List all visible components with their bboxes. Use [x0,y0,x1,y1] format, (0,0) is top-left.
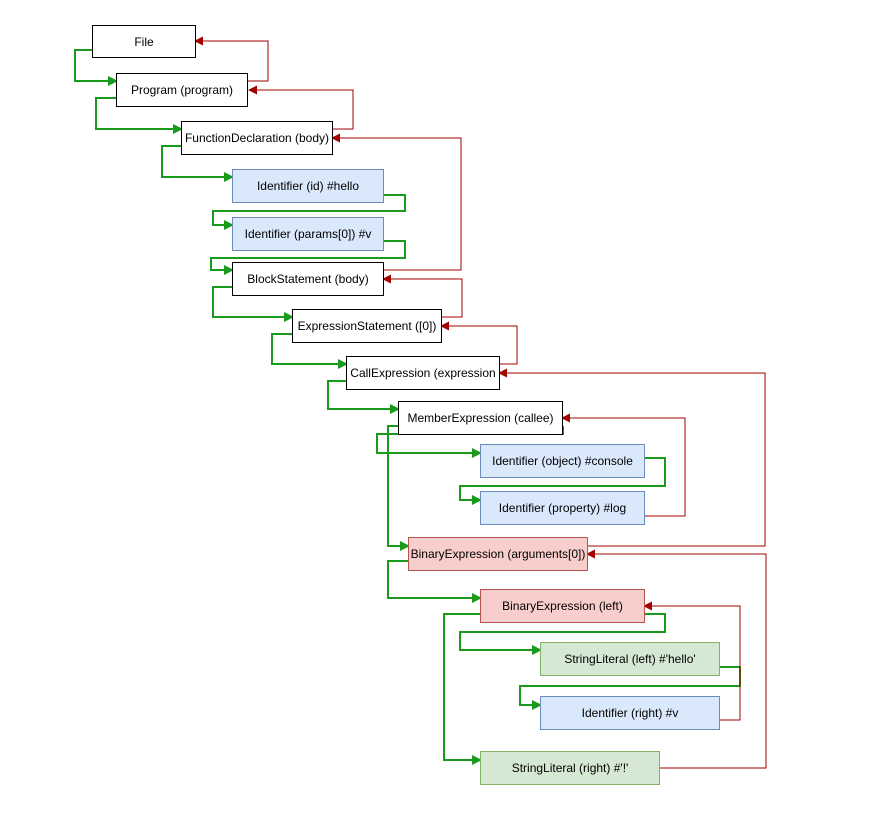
node-binary-expression-arguments: BinaryExpression (arguments[0]) [408,537,588,571]
enter-edge-exprstmt-callexpr [271,333,348,369]
enter-edge-memberexpr-idconsole [376,426,564,458]
exit-edge-program-file [194,36,269,82]
node-identifier-right-v: Identifier (right) #v [540,696,720,730]
enter-edge-binexprargs-binexprleft [387,560,482,603]
node-call-expression: CallExpression (expression [346,356,500,390]
enter-edge-memberexpr-binexprargs [387,425,410,551]
node-program: Program (program) [116,73,248,107]
exit-edge-funcdecl-program [248,85,354,130]
exit-edge-block-funcdecl [331,133,462,271]
node-string-literal-bang: StringLiteral (right) #'!' [480,751,660,785]
node-identifier-params-v: Identifier (params[0]) #v [232,217,384,251]
node-identifier-property-log: Identifier (property) #log [480,491,645,525]
node-member-expression: MemberExpression (callee) [398,401,563,435]
enter-edge-binexprleft-strbang [443,613,482,765]
enter-edge-idhello-idparams [212,194,406,230]
enter-edge-block-exprstmt [212,286,294,322]
node-binary-expression-left: BinaryExpression (left) [480,589,645,623]
node-block-statement: BlockStatement (body) [232,262,384,296]
enter-edge-idparams-block [210,240,406,275]
exit-edge-callexpr-exprstmt [440,321,518,365]
node-expression-statement: ExpressionStatement ([0]) [292,309,442,343]
exit-edge-binexprargs-callexpr [498,368,766,547]
node-string-literal-hello: StringLiteral (left) #'hello' [540,642,720,676]
exit-edge-idrightv-binexprleft [643,601,741,721]
enter-edge-funcdecl-idhello [161,145,234,182]
exit-edge-idlog-memberexpr [561,413,686,517]
enter-edge-strhello-idrightv [519,666,741,710]
node-identifier-object-console: Identifier (object) #console [480,444,645,478]
node-identifier-id-hello: Identifier (id) #hello [232,169,384,203]
enter-edge-callexpr-memberexpr [327,380,400,414]
enter-edge-idconsole-idlog [459,457,666,505]
enter-edge-binexprleft-strhello [459,613,666,655]
exit-edge-strbang-binexprargs [586,549,767,769]
node-function-declaration: FunctionDeclaration (body) [181,121,333,155]
node-file: File [92,25,196,58]
enter-edge-program-funcdecl [95,97,183,134]
enter-edge-file-program [74,49,118,86]
exit-edge-exprstmt-block [382,274,463,318]
